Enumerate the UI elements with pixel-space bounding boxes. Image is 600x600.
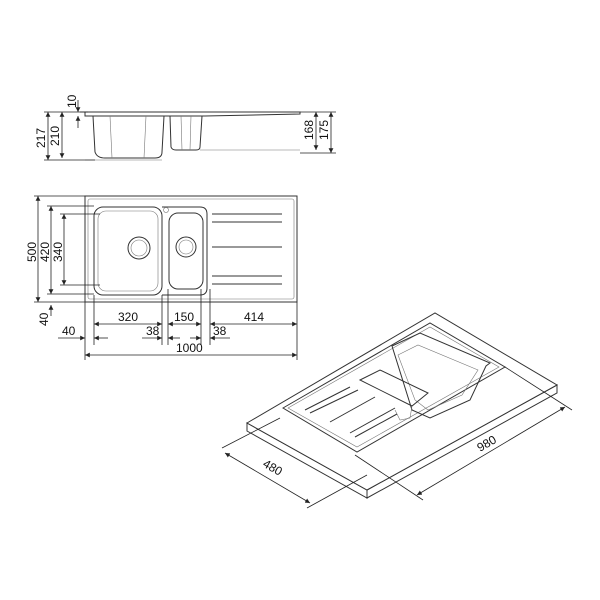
dim-length: 1000 — [176, 341, 203, 355]
dim-gap2: 38 — [213, 324, 227, 338]
side-big-bowl — [92, 115, 165, 159]
side-small-bowl — [169, 115, 203, 151]
dim-gap1: 38 — [146, 324, 160, 338]
iso-drainer-grooves — [304, 386, 398, 438]
plan-big-bowl — [93, 206, 163, 296]
dim-bowl-depth: 210 — [48, 126, 62, 146]
plan-small-bowl — [168, 212, 204, 290]
dim-total-depth: 217 — [34, 128, 48, 148]
plan-big-drain — [127, 236, 151, 260]
iso-big-bowl — [391, 332, 491, 419]
plan-view: 500 420 340 40 320 150 414 40 38 38 1000 — [25, 195, 298, 360]
dim-flange: 10 — [65, 94, 79, 108]
side-view: 10 217 210 168 175 — [34, 94, 336, 161]
plan-outline — [84, 195, 298, 303]
dim-cutout-width: 480 — [261, 456, 286, 478]
dim-width: 500 — [25, 242, 39, 262]
dim-small-total: 175 — [317, 120, 331, 140]
dim-front-offset: 40 — [37, 312, 51, 326]
side-flange — [84, 111, 301, 117]
dim-bowl-width: 340 — [51, 242, 65, 262]
drainer-grooves — [212, 213, 282, 285]
dim-small-bowl-depth: 168 — [302, 120, 316, 140]
iso-small-bowl — [358, 369, 429, 407]
dim-left-offset: 40 — [62, 324, 76, 338]
dim-big-bowl: 320 — [118, 310, 138, 324]
dim-small-bowl: 150 — [174, 310, 194, 324]
dim-drainer: 414 — [244, 310, 264, 324]
dim-inner-width: 420 — [38, 242, 52, 262]
iso-view: 480 980 — [221, 312, 573, 509]
plan-small-drain — [175, 236, 197, 258]
